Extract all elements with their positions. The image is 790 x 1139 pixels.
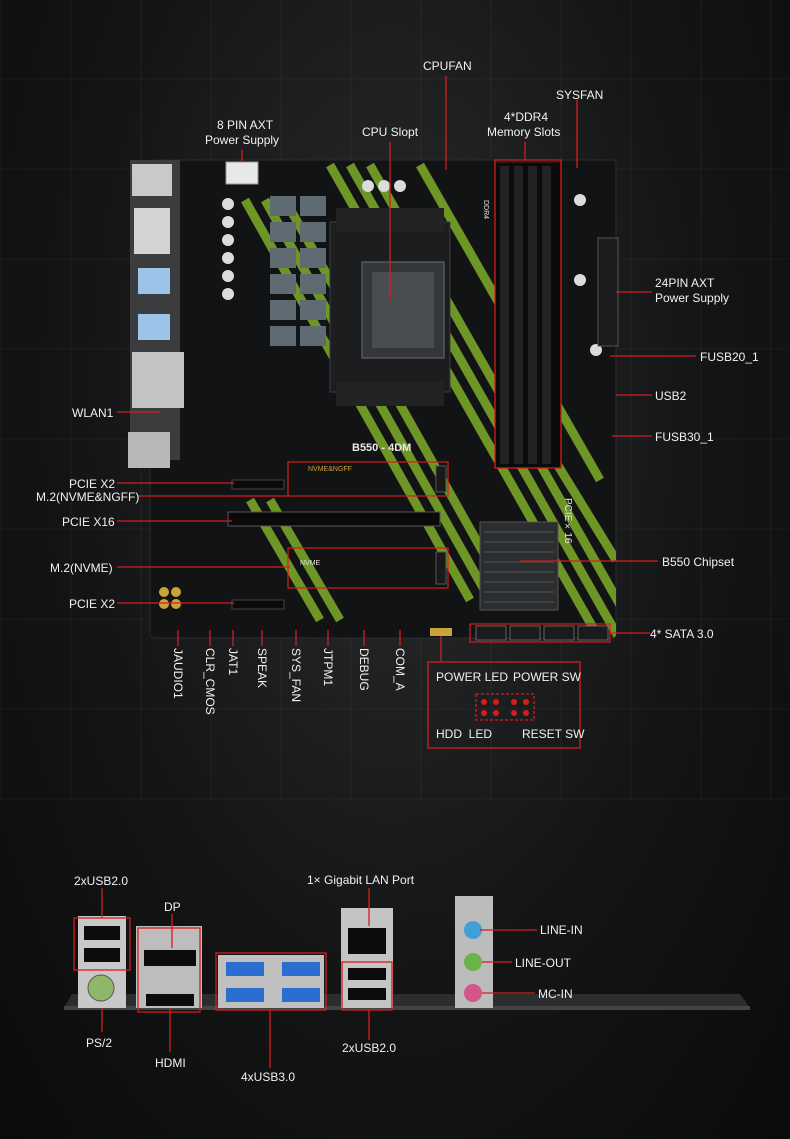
nvme-silk: NVME [300,560,321,567]
m2-slot-top [287,461,449,497]
chipset-heatsink [479,521,559,611]
line-out-label: LINE-OUT [515,956,572,970]
pcie-x2-slot-bottom [231,599,285,610]
io-leader-lines [73,888,537,1068]
sysfan-label: SYSFAN [556,88,604,102]
eps-8pin-connector [225,161,259,185]
sata-ports [475,625,609,641]
eps-power-label-line2: Power Supply [205,133,280,147]
header-label-jat1: JAT1 [226,648,240,676]
pcie-x2-slot-top [231,479,285,490]
dp-hdmi-stack [136,926,202,1008]
fusb30-label: FUSB30_1 [655,430,714,444]
usb30-stack [218,955,324,1008]
pcie-x16-label: PCIE X16 [62,515,115,529]
nvme-ngff-silk: NVME&NGFF [308,466,352,473]
ddr4-silk: DDR4 [482,200,489,220]
reset-sw-label: RESET SW [522,727,585,741]
cpu-socket-label: CPU Slopt [362,125,419,139]
header-label-sys-fan: SYS_FAN [289,648,303,703]
usb30-label: 4xUSB3.0 [241,1070,296,1084]
mic-in-label: MC-IN [538,987,573,1001]
cpufan-label: CPUFAN [423,59,472,73]
header-label-debug: DEBUG [357,648,371,691]
line-in-label: LINE-IN [540,923,583,937]
pcie-x16-slot [227,511,441,527]
line-in-jack [464,921,482,939]
dp-port [144,950,196,966]
usb20-top-label: 2xUSB2.0 [74,874,129,888]
lan-usb20-stack [341,908,393,1008]
pcie-x2-top-label: PCIE X2 [69,477,116,491]
usb20-bottom-label: 2xUSB2.0 [342,1041,397,1055]
board-model-silk: B550 - 4DM [352,442,412,454]
vrm-chokes [270,196,326,346]
capacitors [222,180,602,356]
hdd-led-label: HDD LED [436,727,493,741]
front-panel-pin-diagram [475,693,535,721]
header-label-jaudio1: JAUDIO1 [171,648,185,699]
lan-label: 1× Gigabit LAN Port [307,873,415,887]
motherboard-diagram [117,76,696,749]
atx-24pin-connector [597,237,619,347]
dp-label: DP [164,900,181,914]
line-out-jack [464,953,482,971]
hdmi-port [146,994,194,1006]
header-label-com-a: COM_A [393,648,407,691]
m2-slot-bottom [287,547,449,589]
hdmi-label: HDMI [155,1056,186,1070]
ps2-port [87,974,115,1002]
dimm-label-line2: Memory Slots [487,125,561,139]
atx-power-label-line1: 24PIN AXT [655,276,715,290]
audio-jack-stack [455,896,493,1008]
mic-in-jack [464,984,482,1002]
audio-capacitors [159,587,181,609]
fusb20-label: FUSB20_1 [700,350,759,364]
atx-power-label-line2: Power Supply [655,291,730,305]
ps2-label: PS/2 [86,1036,113,1050]
pcie-x16-silk: PCIE×16 [562,498,573,544]
lan-port [348,928,386,954]
m2-nvme-label: M.2(NVME) [50,561,113,575]
usb2-label: USB2 [655,389,687,403]
pcie-x2-bottom-label: PCIE X2 [69,597,116,611]
wlan-label: WLAN1 [72,406,114,420]
power-sw-label: POWER SW [513,670,581,684]
chipset-label: B550 Chipset [662,555,735,569]
sata-label: 4* SATA 3.0 [650,627,714,641]
io-ports-block [130,160,180,460]
header-label-clr-cmos: CLR_CMOS [203,648,217,715]
front-panel-header [430,628,452,636]
header-label-jtpm1: JTPM1 [321,648,335,687]
leader-lines [117,76,696,749]
usb20-ps2-stack [78,916,126,1008]
eps-power-label-line1: 8 PIN AXT [217,118,274,132]
dimm-label-line1: 4*DDR4 [504,110,549,124]
dimm-slots [494,161,562,469]
header-label-speak: SPEAK [255,648,269,689]
power-led-label: POWER LED [436,670,509,684]
io-shield-plate [64,994,750,1008]
m2-nvme-ngff-label: M.2(NVME&NGFF) [36,490,140,504]
